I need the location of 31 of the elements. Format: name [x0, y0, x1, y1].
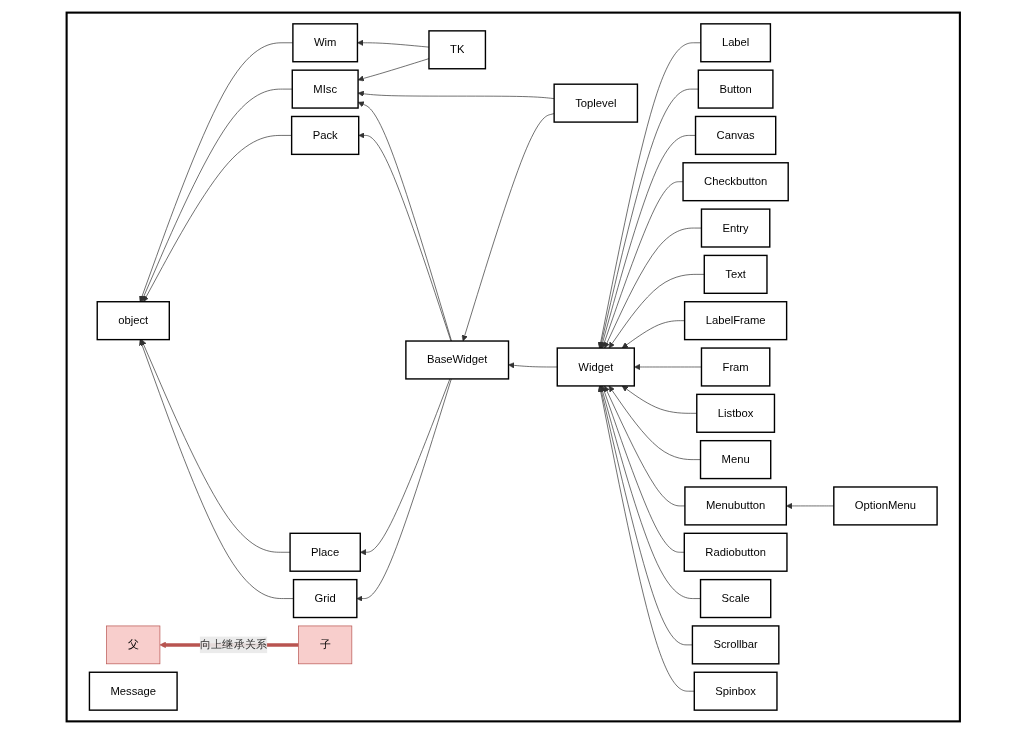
- node-box: Pack: [290, 115, 360, 155]
- node-box: Fram: [700, 346, 771, 387]
- node-box: Menu: [699, 439, 772, 479]
- node-box: TK: [428, 29, 486, 69]
- node-box: LabelFrame: [683, 300, 788, 340]
- node-box: Checkbutton: [682, 161, 789, 201]
- node-box: object: [96, 300, 170, 340]
- node-box: Grid: [292, 578, 358, 618]
- node-box: Scale: [699, 578, 772, 618]
- node-box: Toplevel: [553, 83, 638, 123]
- node-box: Spinbox: [693, 671, 778, 711]
- node-box: Scrollbar: [691, 624, 780, 665]
- edge-label: 向上继承关系: [199, 638, 267, 650]
- node-box: Label: [699, 22, 771, 62]
- node-box: Entry: [700, 207, 771, 248]
- node-box: Place: [289, 532, 361, 572]
- node-box: 子: [297, 625, 352, 664]
- cluster: [65, 11, 961, 722]
- node-box: Canvas: [694, 115, 777, 155]
- node-box: Button: [697, 68, 774, 109]
- node-box: 父: [106, 625, 160, 664]
- node-box: Wim: [291, 22, 358, 62]
- node-box: Text: [703, 254, 768, 294]
- node-box: Menubutton: [683, 485, 787, 526]
- node-box: Message: [88, 671, 178, 711]
- node-box: Listbox: [695, 393, 775, 433]
- node-box: BaseWidget: [404, 339, 509, 380]
- node-box: Widget: [556, 346, 635, 387]
- node-box: OptionMenu: [832, 485, 938, 526]
- node-box: MIsc: [291, 68, 359, 109]
- node-box: Radiobutton: [683, 532, 788, 572]
